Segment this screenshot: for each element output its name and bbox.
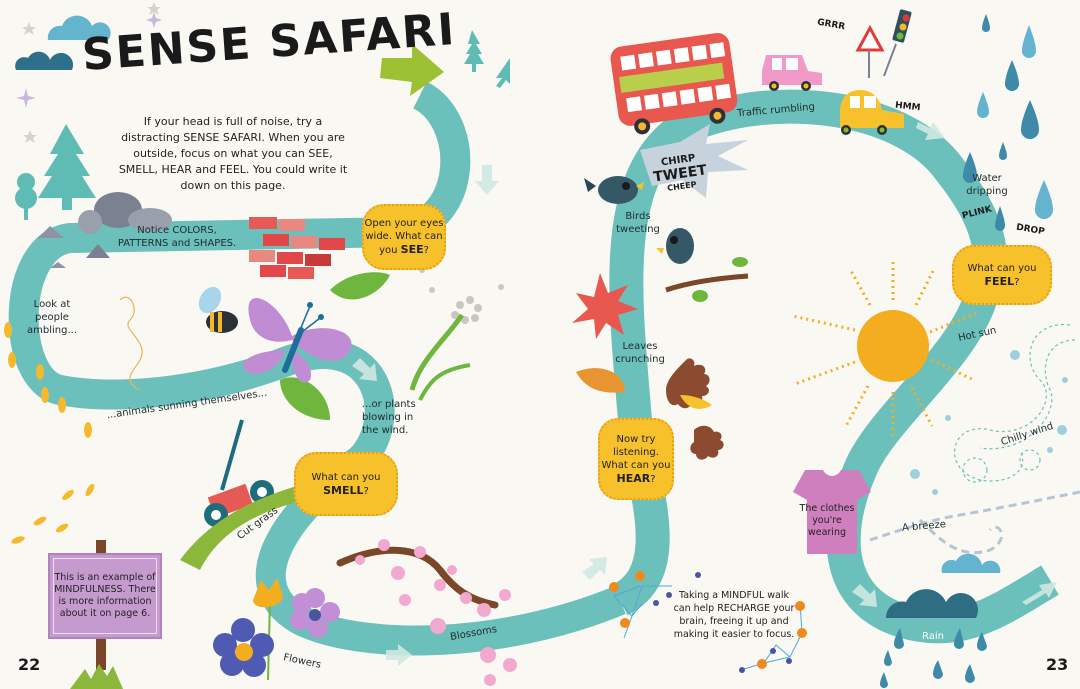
traffic-light-icon (883, 9, 912, 77)
arrow-icon (852, 584, 877, 607)
green-arrow-icon (380, 44, 444, 96)
prompt-hear-key: HEAR (616, 471, 651, 485)
star-icon (22, 2, 161, 143)
label-rain: Rain (922, 631, 944, 642)
flower-icon (213, 578, 340, 681)
sparkle-icon (16, 12, 162, 108)
prompt-feel-text: What can you (967, 262, 1037, 274)
page-number-right: 23 (1046, 655, 1069, 674)
bird-icon (656, 228, 694, 264)
leaf-icon (680, 395, 712, 409)
snowflake-icon (910, 350, 1068, 495)
tshirt-icon (793, 470, 871, 554)
tree-icon (15, 173, 37, 220)
speech-burst (640, 124, 748, 198)
lawnmower-icon (180, 419, 310, 570)
prompt-see-key: SEE (400, 243, 424, 256)
leaf-icon (280, 377, 330, 420)
prompt-see: Open your eyes wide. What can you SEE? (362, 204, 446, 270)
blossom-branch (336, 539, 517, 686)
mindful-walk-tip: Taking a MINDFUL walk can help RECHARGE … (673, 590, 795, 640)
label-water: Water dripping (966, 173, 1008, 197)
label-clothes: The clothes you're wearing (799, 503, 855, 538)
prompt-hear-text: Now try listening. What can you (601, 433, 671, 471)
cloud-icon (47, 15, 111, 40)
prompt-see-text: Open your eyes wide. What can you (364, 218, 444, 256)
label-plants: ...or plants blowing in the wind. (362, 399, 416, 436)
arrow-icon (582, 557, 607, 580)
wind-swirls (953, 324, 1076, 483)
prompt-smell-text: What can you (311, 471, 381, 483)
oak-leaf-icon (666, 358, 710, 409)
sign-text: This is an example of MINDFULNESS. There… (54, 572, 156, 619)
tree-icon (38, 124, 96, 210)
arrow-icon (916, 122, 945, 140)
leaf-icon (576, 368, 625, 393)
mindfulness-sign: This is an example of MINDFULNESS. There… (48, 553, 162, 639)
branch (665, 273, 749, 293)
pink-car-icon (762, 55, 822, 91)
butterfly-icon (242, 297, 352, 383)
maple-leaf-icon (572, 273, 638, 339)
warning-sign-icon (855, 24, 885, 78)
arrow-icon (386, 644, 412, 666)
label-notice: Notice COLORS, PATTERNS and SHAPES. (117, 225, 237, 249)
label-people-ambling: Look at people ambling... (27, 299, 77, 336)
tree-icon (464, 30, 510, 88)
oak-leaf-icon (690, 425, 724, 460)
label-leaves: Leaves crunching (615, 341, 665, 365)
footprints (4, 322, 95, 544)
label-birds: Birds tweeting (616, 211, 660, 235)
yellow-car-icon (840, 90, 904, 135)
arrow-icon (1022, 582, 1057, 605)
breeze-swirl (869, 490, 1080, 555)
cloud-icon (941, 553, 1001, 573)
prompt-feel-key: FEEL (984, 274, 1015, 288)
rain-cloud-icon (885, 589, 978, 618)
arrow-icon (352, 358, 377, 381)
intro-text: If your head is full of noise, try a dis… (118, 115, 348, 192)
dandelion-icon (409, 267, 504, 401)
rocks (38, 192, 172, 268)
sun-icon (792, 260, 981, 440)
leaf-icon (330, 272, 390, 300)
page-number-left: 22 (18, 655, 41, 674)
arrow-icon (475, 165, 499, 195)
cloud-icon (15, 51, 74, 70)
raindrop-icon (880, 628, 987, 688)
brick-wall (249, 217, 345, 279)
constellation-dots (609, 571, 807, 673)
raindrop-icon (963, 14, 1053, 231)
prompt-smell-key: SMELL (323, 483, 364, 497)
bird-icon (584, 176, 644, 204)
prompt-hear: Now try listening. What can you HEAR? (598, 418, 674, 500)
bee-icon (119, 286, 238, 391)
bus-icon (610, 33, 738, 135)
